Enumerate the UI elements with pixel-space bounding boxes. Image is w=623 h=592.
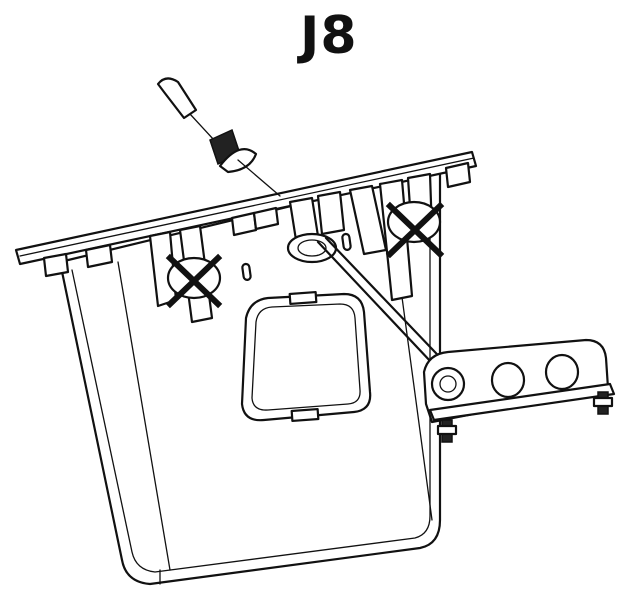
top-flange: [14, 150, 478, 266]
tether-rod: [316, 236, 456, 382]
mounting-bracket-icon: [422, 338, 616, 443]
step-label: J8: [300, 6, 358, 66]
center-opening: [240, 291, 372, 422]
slots: [241, 232, 352, 281]
rivet-icon: [156, 77, 215, 141]
grommet-plug-icon: [209, 128, 281, 197]
grommet-icon: [286, 232, 338, 264]
cross-mark-icon: [165, 201, 445, 309]
